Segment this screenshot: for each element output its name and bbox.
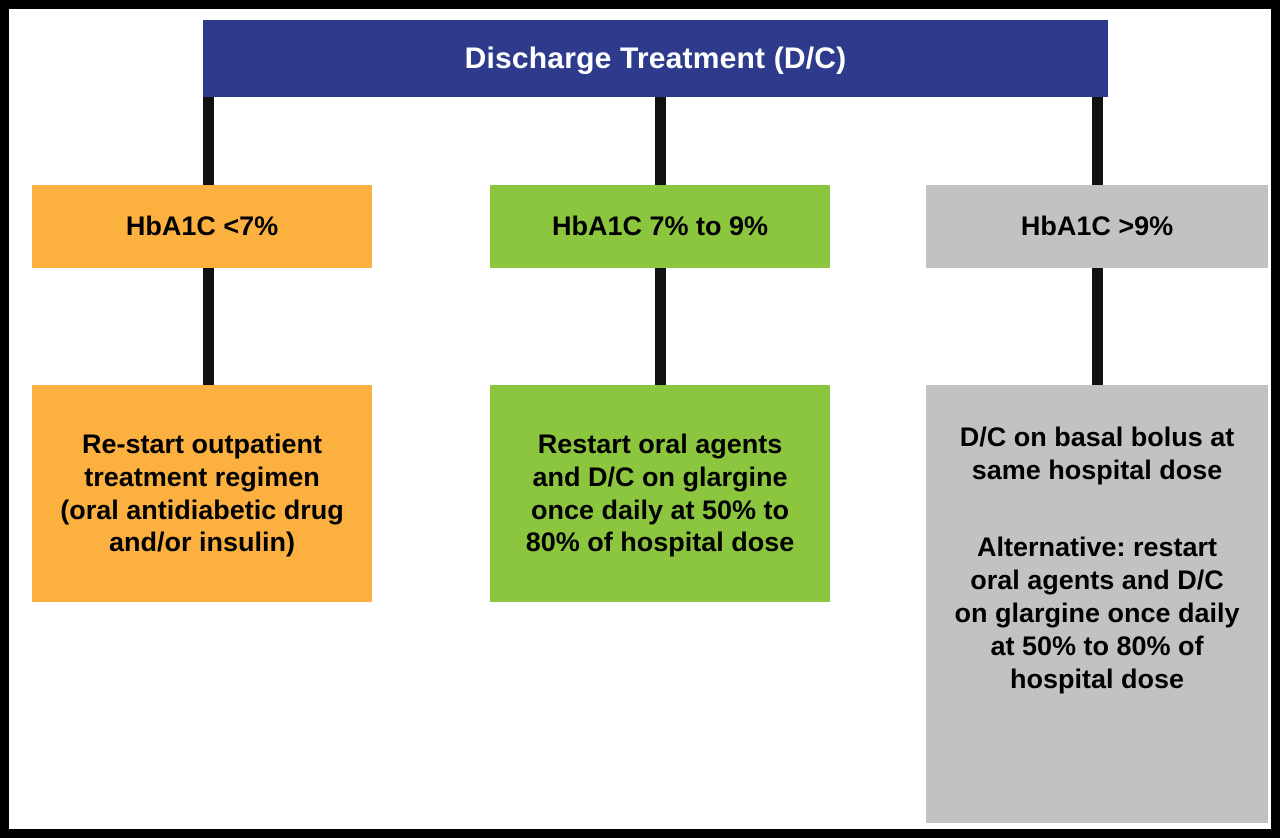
- connector-low-criterion-to-action: [203, 263, 214, 390]
- recommendation-low-line-4: and/or insulin): [109, 527, 295, 558]
- node-discharge-treatment-header: Discharge Treatment (D/C): [203, 20, 1108, 97]
- recommendation-high-alt-line-5: hospital dose: [1009, 663, 1185, 694]
- connector-mid-criterion-to-action: [655, 263, 666, 390]
- recommendation-mid-line-1: Restart oral agents: [537, 428, 783, 459]
- criterion-label-mid: HbA1C 7% to 9%: [551, 210, 769, 241]
- connector-header-to-high: [1092, 92, 1103, 190]
- recommendation-high-alt-line-3: on glargine once daily: [954, 597, 1240, 628]
- recommendation-high-alt-line-4: at 50% to 80% of: [990, 630, 1204, 661]
- node-criterion-hba1c-high: HbA1C >9%: [926, 185, 1268, 268]
- recommendation-paragraph-low: Re-start outpatient treatment regimen (o…: [60, 428, 344, 560]
- recommendation-text-mid: Restart oral agents and D/C on glargine …: [516, 428, 805, 560]
- node-recommendation-high: D/C on basal bolus at same hospital dose…: [926, 385, 1268, 823]
- recommendation-mid-line-3: once daily at 50% to: [530, 494, 790, 525]
- recommendation-low-line-3: (oral antidiabetic drug: [60, 494, 344, 525]
- recommendation-mid-line-4: 80% of hospital dose: [525, 527, 795, 558]
- recommendation-paragraph-high-alternative: Alternative: restart oral agents and D/C…: [954, 531, 1239, 696]
- recommendation-high-primary-line-1: D/C on basal bolus at: [959, 422, 1235, 452]
- recommendation-text-high: D/C on basal bolus at same hospital dose…: [944, 421, 1249, 696]
- recommendation-high-alt-line-1: Alternative: restart: [976, 531, 1218, 562]
- recommendation-low-line-2: treatment regimen: [84, 461, 320, 492]
- criterion-label-low: HbA1C <7%: [125, 210, 279, 241]
- node-recommendation-mid: Restart oral agents and D/C on glargine …: [490, 385, 830, 602]
- recommendation-high-primary-line-2: same hospital dose: [971, 454, 1223, 485]
- connector-header-to-mid: [655, 92, 666, 190]
- recommendation-text-low: Re-start outpatient treatment regimen (o…: [50, 428, 354, 560]
- recommendation-high-alt-line-2: oral agents and D/C: [970, 564, 1224, 595]
- node-recommendation-low: Re-start outpatient treatment regimen (o…: [32, 385, 372, 602]
- recommendation-paragraph-high-primary: D/C on basal bolus at same hospital dose: [954, 421, 1239, 487]
- connector-header-to-low: [203, 92, 214, 190]
- recommendation-paragraph-mid: Restart oral agents and D/C on glargine …: [526, 428, 795, 560]
- header-label: Discharge Treatment (D/C): [464, 41, 847, 75]
- node-criterion-hba1c-mid: HbA1C 7% to 9%: [490, 185, 830, 268]
- connector-high-criterion-to-action: [1092, 263, 1103, 390]
- criterion-label-high: HbA1C >9%: [1020, 210, 1174, 241]
- recommendation-mid-line-2: and D/C on glargine: [532, 461, 788, 492]
- recommendation-low-line-1: Re-start outpatient: [81, 428, 322, 459]
- node-criterion-hba1c-low: HbA1C <7%: [32, 185, 372, 268]
